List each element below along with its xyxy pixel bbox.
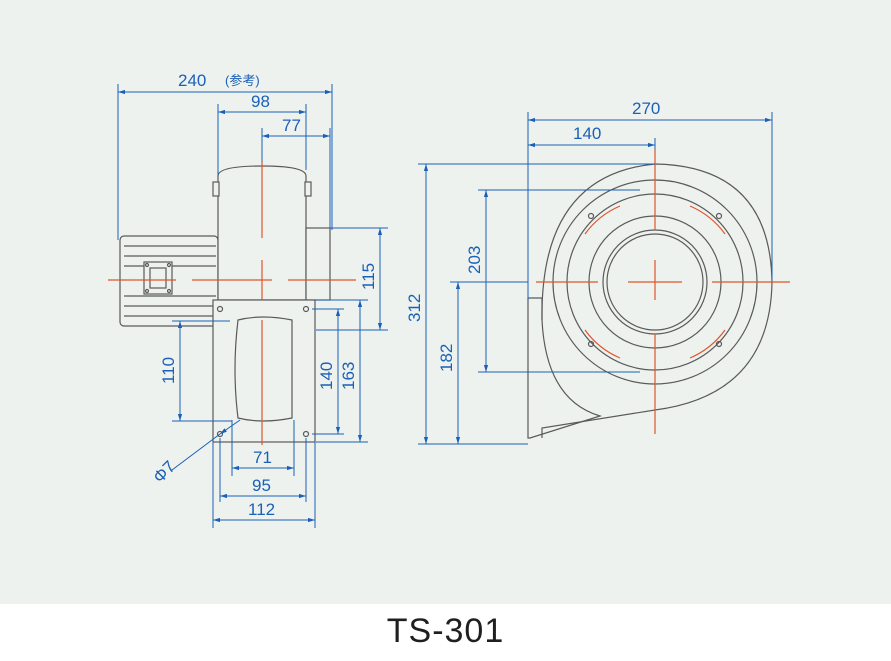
dim-outlet-height: 115 xyxy=(359,263,378,290)
dim-overall-length: 240 xyxy=(178,71,206,90)
dim-reference-note: (参考) xyxy=(225,73,260,88)
motor-body xyxy=(119,235,219,327)
dim-flange-width: 112 xyxy=(248,500,275,519)
side-dimension-lines xyxy=(117,84,388,528)
front-dimension-lines xyxy=(418,112,773,445)
center-lines-front xyxy=(536,150,790,434)
side-view: 240 (参考) 98 77 115 110 140 163 Φ7 71 95 … xyxy=(108,71,388,528)
drawing-area: 240 (参考) 98 77 115 110 140 163 Φ7 71 95 … xyxy=(0,0,891,604)
dim-outlet-offset: 77 xyxy=(282,116,301,135)
center-lines-side xyxy=(108,162,356,445)
dim-inner-width: 71 xyxy=(253,448,272,467)
dim-flange-height: 163 xyxy=(339,362,358,390)
dim-total-height: 312 xyxy=(405,294,424,322)
dim-flange-hole-spacing: 140 xyxy=(317,362,336,390)
front-view: 270 140 312 203 182 xyxy=(405,99,790,445)
dim-center-to-base: 182 xyxy=(437,344,456,372)
dim-center-height: 110 xyxy=(159,357,178,384)
dim-center-offset: 140 xyxy=(573,124,601,143)
model-title: TS-301 xyxy=(386,612,505,650)
dim-hole-pitch: 95 xyxy=(252,476,271,495)
dim-casing-radius: 203 xyxy=(465,246,484,274)
dim-hole-diameter: Φ7 xyxy=(149,457,179,487)
dim-housing-width: 98 xyxy=(251,92,270,111)
dim-overall-width: 270 xyxy=(632,99,660,118)
technical-drawing: 240 (参考) 98 77 115 110 140 163 Φ7 71 95 … xyxy=(108,71,790,528)
fan-volute-front xyxy=(527,163,773,439)
mounting-flange-side xyxy=(212,299,316,443)
